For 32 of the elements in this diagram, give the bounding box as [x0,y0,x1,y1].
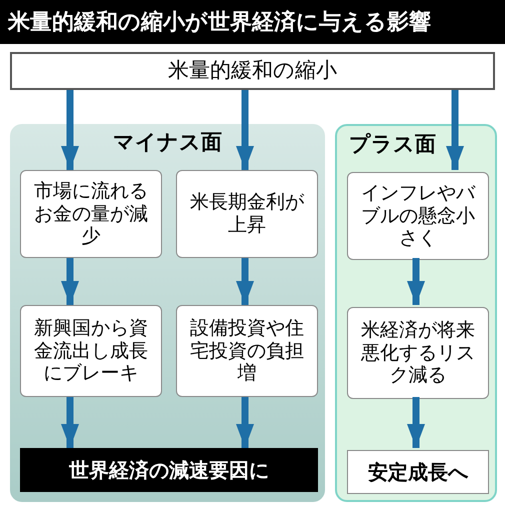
title-bar: 米量的緩和の縮小が世界経済に与える影響 [0,0,505,44]
box-text: 米量的緩和の縮小 [168,58,337,84]
process-box [20,170,162,258]
group-panel [335,124,497,502]
box-text: 世界経済の減速要因に [69,458,269,482]
group-panel [10,124,325,502]
box-text: 設備投資や住宅投資の負担増 [189,316,305,386]
process-box [347,307,489,399]
box-text: 米長期金利が上昇 [189,191,306,237]
process-box [347,172,489,260]
arrow [61,90,79,170]
box-text: 市場に流れるお金の量が減少 [33,180,149,248]
arrow [407,397,425,448]
result-box [20,448,318,492]
process-box [176,170,318,258]
process-box [176,305,318,397]
arrow [236,90,254,170]
arrow [61,258,79,305]
box-text: インフレやバブルの懸念小さく [360,182,476,250]
box-text: 新興国から資金流出し成長にブレーキ [33,316,149,386]
panel-heading: プラス面 [349,134,436,155]
box-text: 米経済が将来悪化するリスク減る [360,318,476,388]
arrow [446,90,464,170]
cause-box [10,52,495,90]
panel-heading: マイナス面 [113,132,222,153]
box-text: 安定成長へ [368,460,468,484]
arrow [236,258,254,305]
process-box [20,305,162,397]
result-box [347,450,489,494]
arrow [61,397,79,448]
arrow [236,397,254,448]
arrow [407,258,425,305]
